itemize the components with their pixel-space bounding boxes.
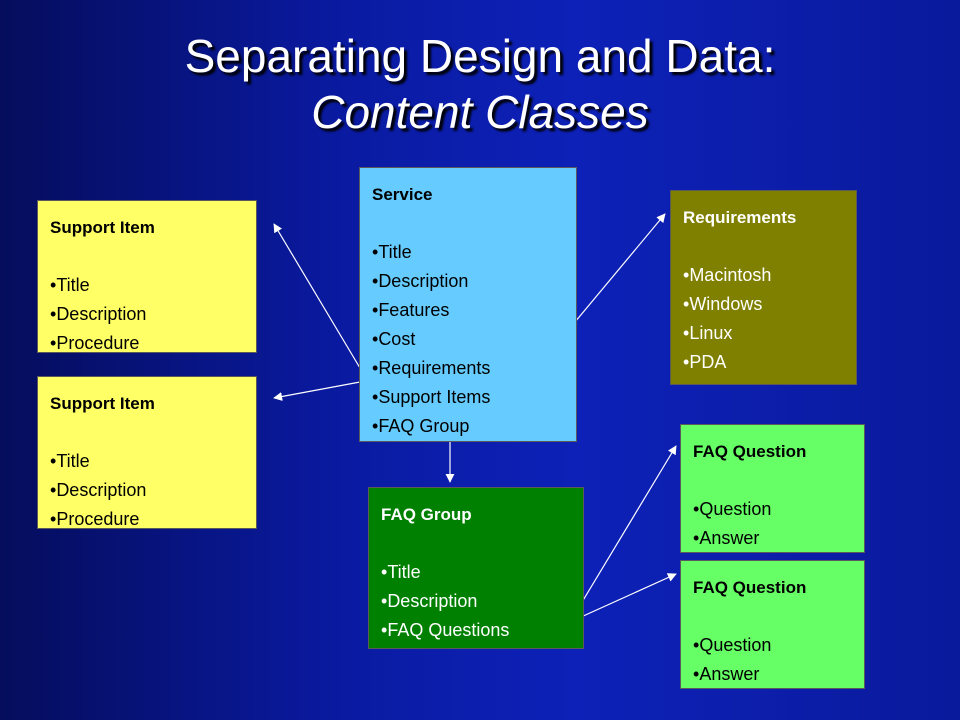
list-item: FAQ Group bbox=[372, 412, 576, 441]
faq-group-heading: FAQ Group bbox=[381, 505, 472, 524]
requirements-box: Requirements Macintosh Windows Linux PDA bbox=[670, 190, 857, 385]
list-item: Macintosh bbox=[683, 261, 856, 290]
support-item-2-field-list: Title Description Procedure bbox=[50, 447, 256, 534]
list-item: Windows bbox=[683, 290, 856, 319]
list-item: Title bbox=[50, 447, 256, 476]
title-line-1: Separating Design and Data: bbox=[184, 30, 776, 82]
arrow-service-to-support-item-1 bbox=[273, 223, 361, 369]
faq-question-2-field-list: Question Answer bbox=[693, 631, 864, 689]
title-line-2: Content Classes bbox=[311, 86, 649, 138]
list-item: Linux bbox=[683, 319, 856, 348]
list-item: Title bbox=[381, 558, 583, 587]
list-item: Description bbox=[50, 476, 256, 505]
list-item: FAQ Questions bbox=[381, 616, 583, 645]
service-field-list: Title Description Features Cost Requirem… bbox=[372, 238, 576, 441]
list-item: Answer bbox=[693, 524, 864, 553]
slide-title: Separating Design and Data: Content Clas… bbox=[0, 28, 960, 140]
list-item: Title bbox=[372, 238, 576, 267]
list-item: Procedure bbox=[50, 329, 256, 358]
list-item: Description bbox=[50, 300, 256, 329]
service-box: Service Title Description Features Cost … bbox=[359, 167, 577, 442]
requirements-heading: Requirements bbox=[683, 208, 797, 227]
list-item: Support Items bbox=[372, 383, 576, 412]
list-item: PDA bbox=[683, 348, 856, 377]
list-item: Description bbox=[381, 587, 583, 616]
support-item-2-heading: Support Item bbox=[50, 394, 155, 413]
faq-question-2-heading: FAQ Question bbox=[693, 578, 807, 597]
arrow-faq-group-to-faq-question-2 bbox=[569, 573, 677, 623]
support-item-box-2: Support Item Title Description Procedure bbox=[37, 376, 257, 529]
list-item: Title bbox=[50, 271, 256, 300]
arrow-service-to-support-item-2 bbox=[273, 381, 361, 401]
support-item-1-field-list: Title Description Procedure bbox=[50, 271, 256, 358]
faq-group-field-list: Title Description FAQ Questions bbox=[381, 558, 583, 645]
service-heading: Service bbox=[372, 185, 433, 204]
list-item: Requirements bbox=[372, 354, 576, 383]
support-item-1-heading: Support Item bbox=[50, 218, 155, 237]
arrow-faq-group-to-faq-question-1 bbox=[569, 445, 677, 623]
list-item: Answer bbox=[693, 660, 864, 689]
faq-group-box: FAQ Group Title Description FAQ Question… bbox=[368, 487, 584, 649]
list-item: Description bbox=[372, 267, 576, 296]
list-item: Cost bbox=[372, 325, 576, 354]
list-item: Question bbox=[693, 631, 864, 660]
faq-question-1-field-list: Question Answer bbox=[693, 495, 864, 553]
faq-question-box-2: FAQ Question Question Answer bbox=[680, 560, 865, 689]
list-item: Features bbox=[372, 296, 576, 325]
requirements-field-list: Macintosh Windows Linux PDA bbox=[683, 261, 856, 377]
list-item: Question bbox=[693, 495, 864, 524]
list-item: Procedure bbox=[50, 505, 256, 534]
support-item-box-1: Support Item Title Description Procedure bbox=[37, 200, 257, 353]
faq-question-box-1: FAQ Question Question Answer bbox=[680, 424, 865, 553]
faq-question-1-heading: FAQ Question bbox=[693, 442, 807, 461]
